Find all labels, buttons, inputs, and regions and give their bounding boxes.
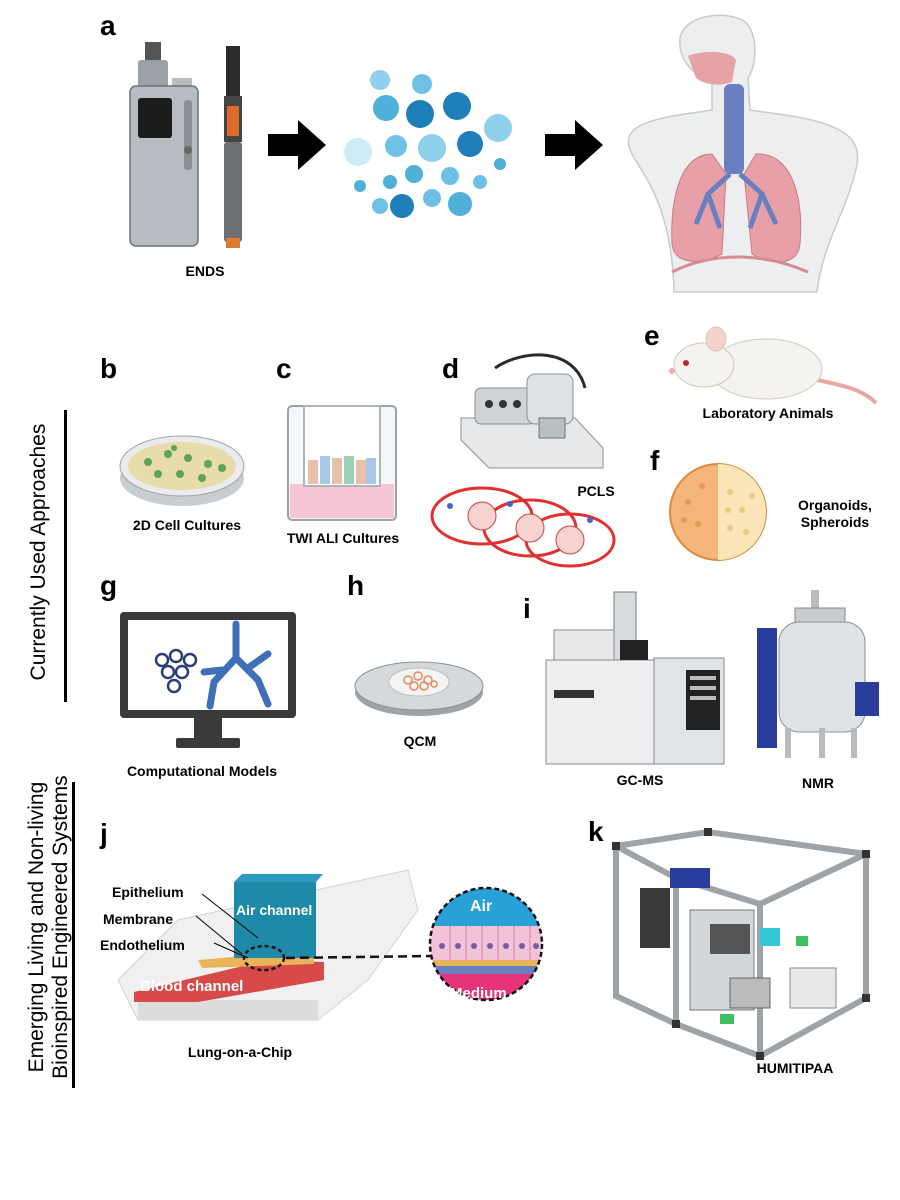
caption-pcls: PCLS — [577, 483, 615, 499]
caption-organoids-line2: Spheroids — [800, 514, 870, 530]
label-air-channel: Air channel — [236, 902, 313, 918]
caption-gc-ms: GC-MS — [616, 772, 664, 788]
laboratory-mouse-illustration — [669, 326, 878, 405]
human-respiratory-system-illustration — [627, 14, 859, 293]
divider-current-approaches — [64, 410, 67, 702]
side-label-current-approaches: Currently Used Approaches — [26, 423, 50, 681]
arrow-right-icon — [268, 120, 326, 170]
panel-letter-j: j — [100, 818, 108, 849]
vibratome-illustration — [460, 353, 604, 469]
divider-emerging-systems — [72, 782, 75, 1088]
pcls-lung-slices-illustration — [430, 486, 616, 568]
humitipaa-system-illustration — [612, 828, 870, 1060]
qcm-sensor-illustration — [354, 661, 484, 716]
panel-letter-b: b — [100, 353, 118, 384]
label-endothelium: Endothelium — [100, 937, 185, 953]
panel-letter-h: h — [347, 570, 365, 601]
petri-dish-illustration — [119, 435, 245, 506]
caption-twi-ali-cultures: TWI ALI Cultures — [286, 530, 400, 546]
caption-computational-models: Computational Models — [126, 763, 278, 779]
caption-ends: ENDS — [185, 263, 225, 279]
panel-letter-k: k — [588, 816, 604, 847]
gc-ms-instrument-illustration — [545, 591, 725, 765]
label-inset-air: Air — [470, 898, 493, 915]
caption-laboratory-animals: Laboratory Animals — [702, 405, 834, 421]
label-epithelium: Epithelium — [112, 884, 184, 900]
nmr-spectrometer-illustration — [757, 590, 879, 758]
caption-lung-on-a-chip: Lung-on-a-Chip — [187, 1044, 293, 1060]
panel-letter-a: a — [100, 10, 116, 41]
caption-2d-cell-cultures: 2D Cell Cultures — [132, 517, 242, 533]
ends-device-illustration — [129, 42, 242, 248]
caption-organoids-line1: Organoids, — [798, 497, 872, 513]
organoid-spheroid-illustration — [669, 463, 767, 561]
panel-letter-c: c — [276, 353, 292, 384]
side-label-emerging-line2: Bioinspired Engineered Systems — [48, 775, 72, 1079]
panel-letter-g: g — [100, 570, 118, 601]
panel-letter-i: i — [523, 593, 531, 624]
caption-humitipaa: HUMITIPAA — [756, 1060, 834, 1076]
side-label-emerging-line1: Emerging Living and Non-living — [24, 781, 48, 1073]
arrow-right-icon — [545, 120, 603, 170]
alveolar-barrier-inset-illustration — [428, 886, 544, 1002]
transwell-insert-illustration — [287, 405, 397, 521]
panel-letter-d: d — [442, 353, 460, 384]
caption-qcm: QCM — [403, 733, 437, 749]
label-blood-channel: Blood channel — [140, 978, 244, 995]
lung-on-a-chip-illustration — [117, 869, 433, 1021]
computer-monitor-icon — [120, 612, 296, 748]
label-inset-medium: Medium — [450, 985, 507, 1002]
caption-nmr: NMR — [802, 775, 834, 791]
aerosol-droplets-illustration — [344, 70, 512, 218]
panel-letter-f: f — [650, 445, 660, 476]
panel-letter-e: e — [644, 320, 660, 351]
label-membrane: Membrane — [103, 911, 174, 927]
